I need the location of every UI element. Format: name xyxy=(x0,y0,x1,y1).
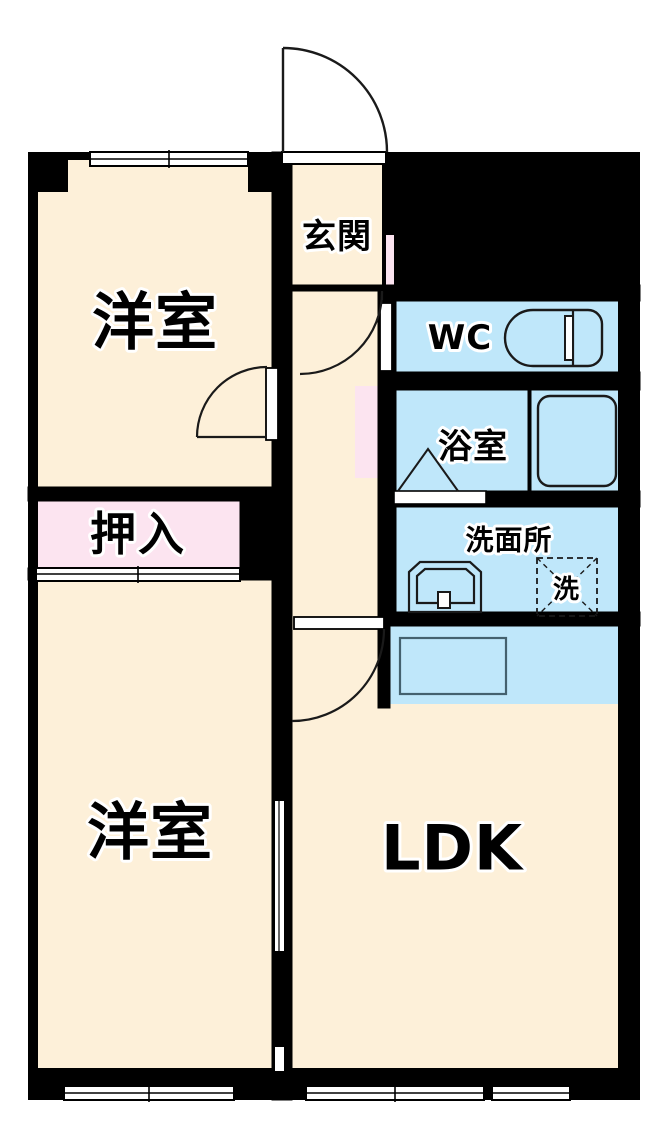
outer-wall-trim xyxy=(394,152,640,285)
floor-bathroom xyxy=(394,386,618,494)
entry-door[interactable] xyxy=(281,46,389,165)
floor-entrance xyxy=(292,160,382,285)
floor-ldk xyxy=(292,704,618,1068)
floor-kitchen xyxy=(386,624,618,704)
bathtub-fixture xyxy=(536,394,618,488)
fixture-label-washer: 洗 xyxy=(553,575,579,605)
bedroom-top-door[interactable] xyxy=(195,365,279,441)
swing-doors xyxy=(195,46,459,723)
floor-closet xyxy=(38,490,240,572)
window-bedroom-slot[interactable] xyxy=(273,1045,286,1073)
floor-bedroom-bottom xyxy=(38,578,272,1068)
sink-fixture xyxy=(407,560,483,614)
window-top[interactable] xyxy=(89,150,249,168)
wc-door[interactable] xyxy=(379,302,393,372)
window-bottom-left[interactable] xyxy=(63,1084,235,1102)
room-label-closet: 押入 xyxy=(90,507,186,561)
room-label-entrance: 玄関 xyxy=(302,217,372,257)
bath-door[interactable] xyxy=(397,447,459,492)
hall-door[interactable] xyxy=(299,291,384,376)
windows xyxy=(63,150,571,1102)
fixtures xyxy=(398,308,618,696)
closet-doors[interactable] xyxy=(35,566,241,583)
window-bottom-ldk[interactable] xyxy=(305,1084,571,1102)
window-ldk-left[interactable] xyxy=(273,799,286,953)
sliding-doors xyxy=(35,302,393,630)
room-label-toilet: WC xyxy=(428,318,492,358)
room-label-washroom: 洗面所 xyxy=(465,524,552,557)
floor-washroom xyxy=(386,504,618,614)
hall-ldk-slot[interactable] xyxy=(293,616,385,630)
kitchen-counter-fixture xyxy=(398,636,508,696)
room-label-bedroom-bottom: 洋室 xyxy=(87,796,213,869)
washing-machine-space xyxy=(536,557,598,617)
floor-bedroom-top xyxy=(38,160,272,487)
window-wash[interactable] xyxy=(393,490,487,505)
room-labels: 洋室 洋室 玄関 押入 WC 浴室 洗面所 LDK 洗 xyxy=(84,214,582,888)
room-label-bedroom-top: 洋室 xyxy=(92,286,218,359)
room-label-ldk: LDK xyxy=(381,812,524,885)
room-label-bathroom: 浴室 xyxy=(438,427,508,467)
toilet-fixture xyxy=(503,308,604,368)
floor-ldk-upper-left xyxy=(292,620,386,704)
ldk-door[interactable] xyxy=(291,628,386,723)
